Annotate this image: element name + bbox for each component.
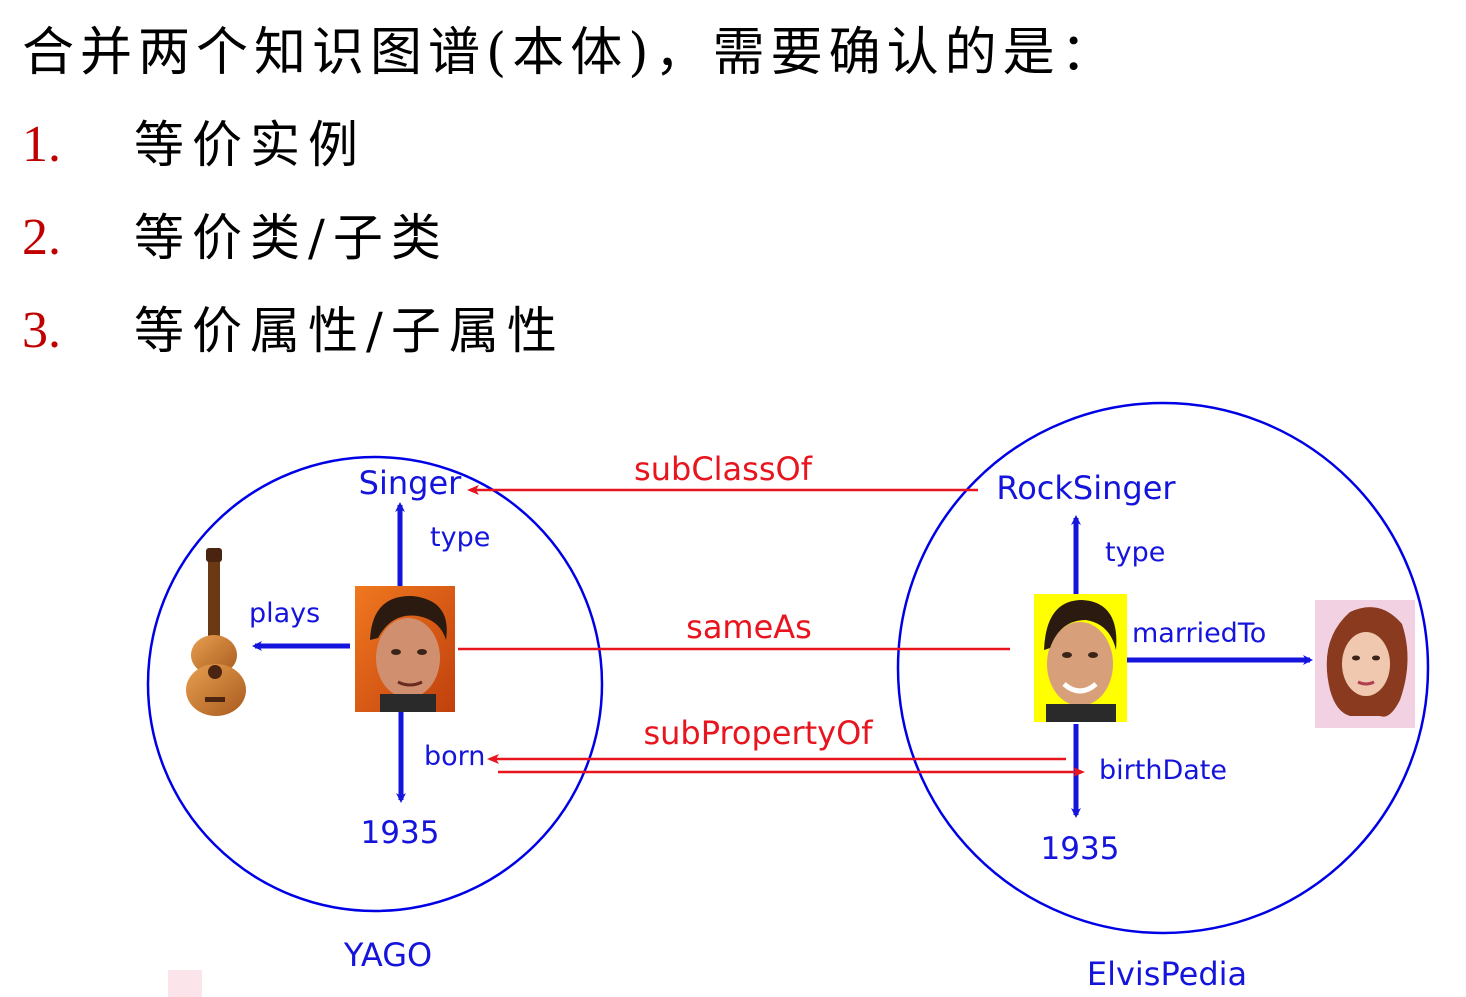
yago-plays-label: plays xyxy=(249,598,320,629)
elvispedia-name: ElvisPedia xyxy=(1087,955,1247,993)
elvis-portrait-elvispedia xyxy=(1034,594,1127,722)
yago-born-value: 1935 xyxy=(361,815,440,851)
sameas-label: sameAs xyxy=(686,608,812,646)
elvispedia-circle xyxy=(896,401,1430,935)
guitar-icon xyxy=(186,548,246,716)
decorative-smudge xyxy=(168,970,202,997)
elvispedia-birth-value: 1935 xyxy=(1041,831,1120,867)
subclassof-label: subClassOf xyxy=(634,450,813,488)
yago-class-singer: Singer xyxy=(359,464,462,502)
elvis-portrait-yago xyxy=(355,586,455,712)
spouse-portrait xyxy=(1315,600,1415,728)
elvispedia-class-rocksinger: RockSinger xyxy=(996,469,1176,507)
list-number: 1. xyxy=(22,116,61,173)
list-text: 等价属性/子属性 xyxy=(134,302,565,360)
yago-type-label: type xyxy=(430,522,490,553)
list-number: 2. xyxy=(22,209,61,266)
elvispedia-married-label: marriedTo xyxy=(1132,618,1266,649)
yago-name: YAGO xyxy=(343,936,432,974)
yago-circle xyxy=(146,455,604,913)
list-text: 等价类/子类 xyxy=(134,209,449,267)
yago-born-label: born xyxy=(424,741,485,772)
elvispedia-type-label: type xyxy=(1105,537,1165,568)
list-number: 3. xyxy=(22,302,61,359)
list-text: 等价实例 xyxy=(134,116,366,174)
slide-heading: 合并两个知识图谱(本体)，需要确认的是： xyxy=(22,23,1119,83)
elvispedia-birth-label: birthDate xyxy=(1099,755,1227,786)
subpropertyof-label: subPropertyOf xyxy=(643,714,873,752)
